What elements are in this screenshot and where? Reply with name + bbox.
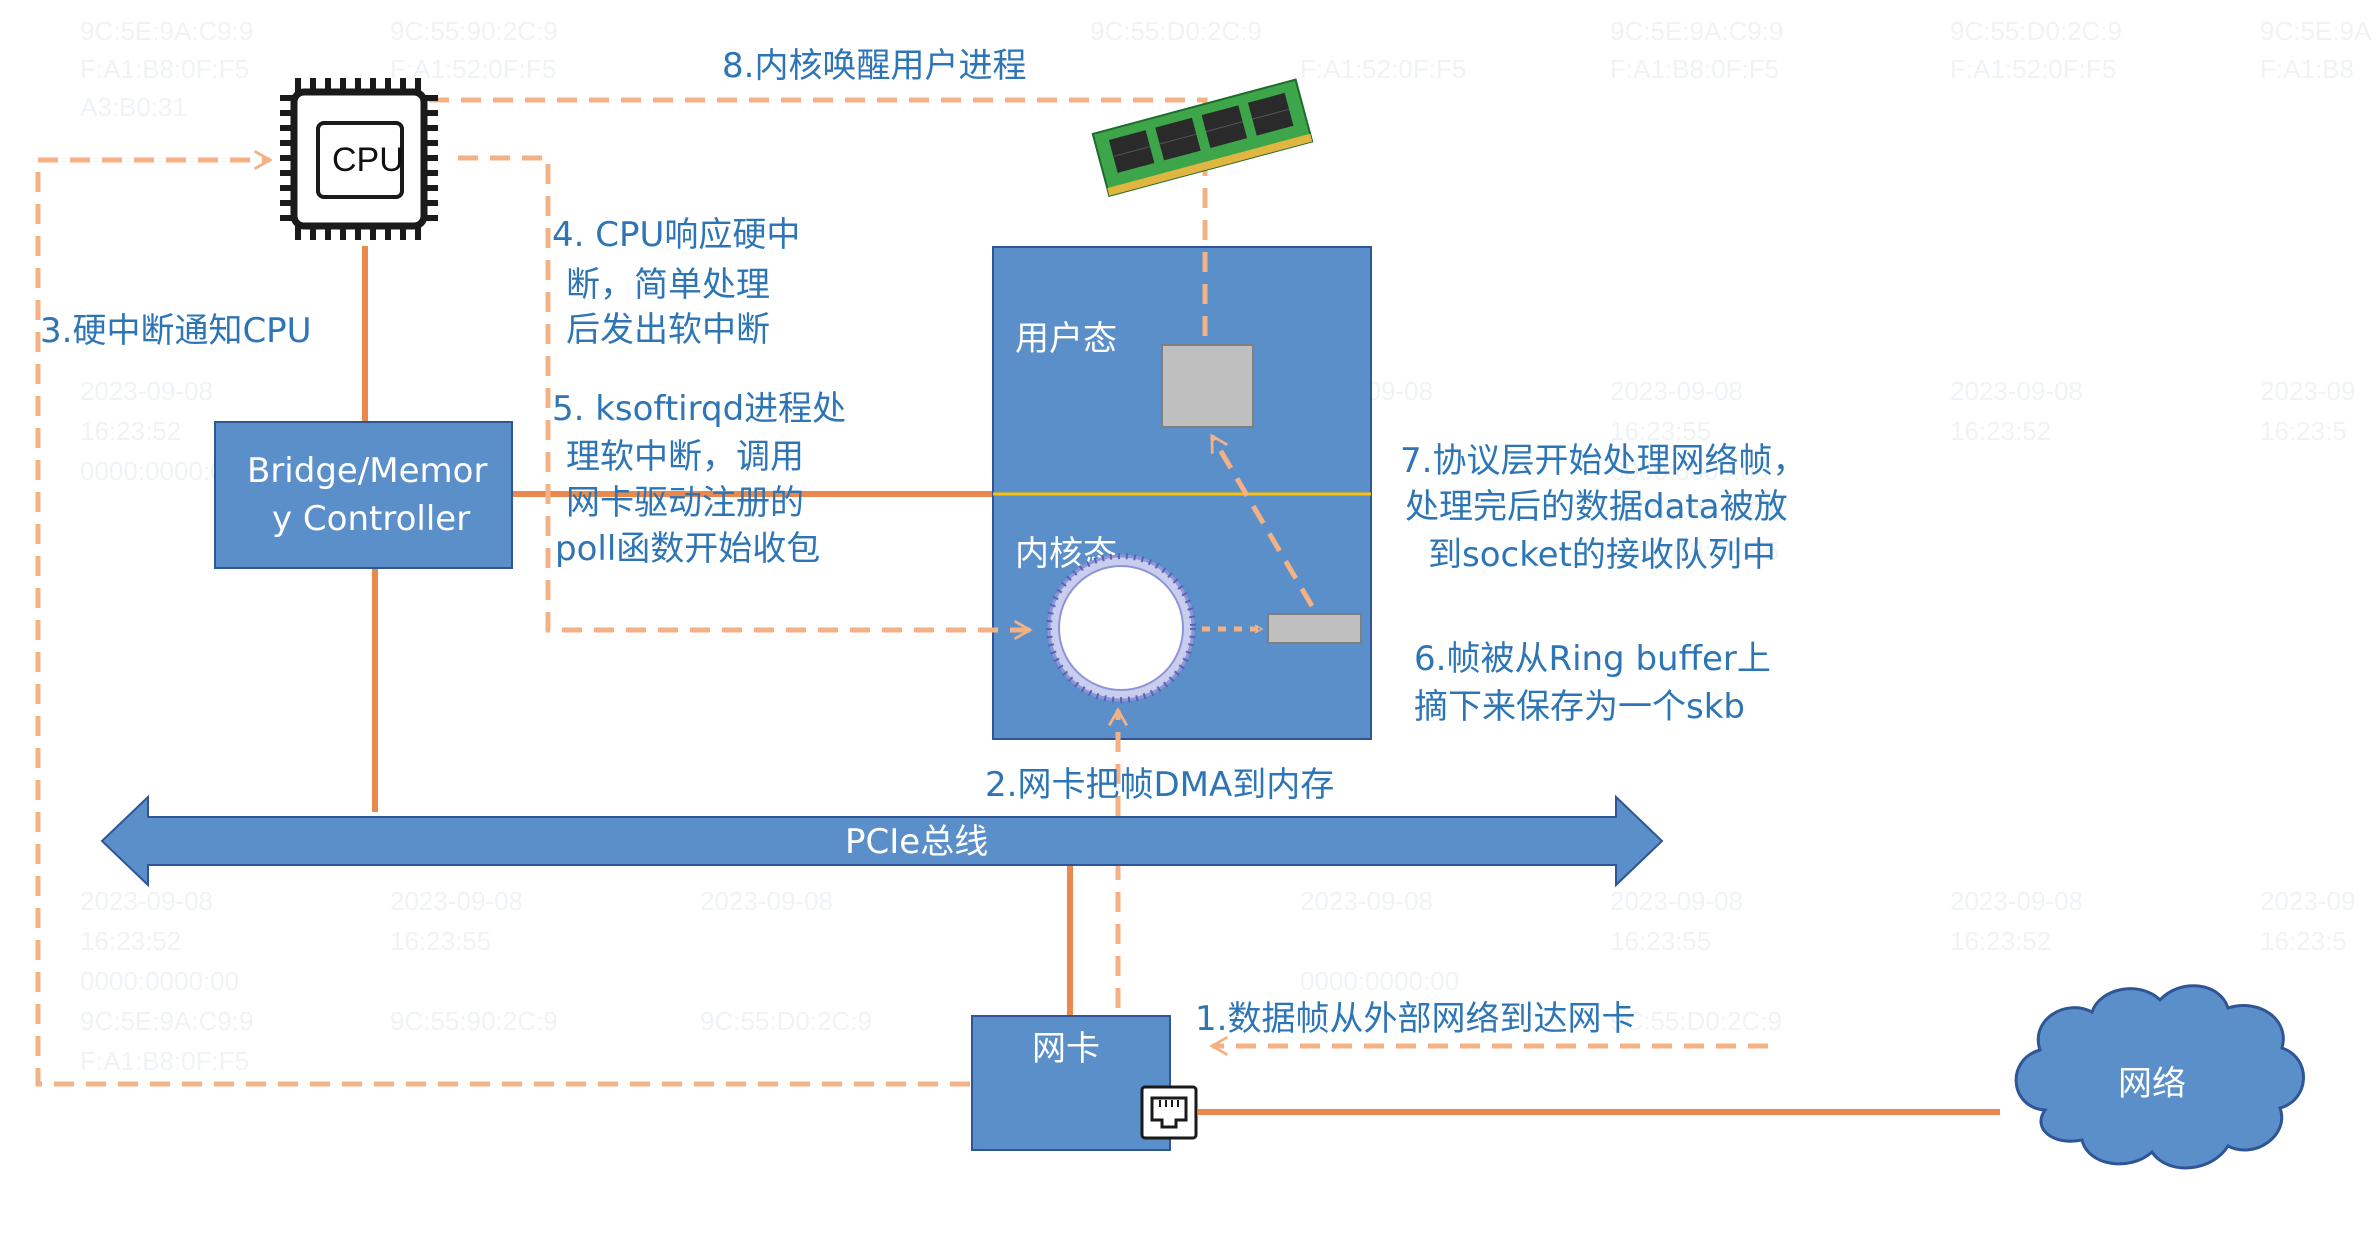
svg-text:9C:55:90:2C:9: 9C:55:90:2C:9 <box>390 1006 558 1036</box>
svg-text:9C:55:D0:2C:9: 9C:55:D0:2C:9 <box>1610 1006 1782 1036</box>
step-annotations: 8.内核唤醒用户进程 3.硬中断通知CPU 4. CPU响应硬中 断，简单处理 … <box>40 46 1806 1039</box>
svg-text:0000:0000:00: 0000:0000:00 <box>1610 456 1769 486</box>
pcie-bus-label: PCIe总线 <box>845 822 988 862</box>
pcie-bus: PCIe总线 <box>100 794 1664 888</box>
svg-text:16:23:52: 16:23:52 <box>80 416 181 446</box>
step4-label-line1: 4. CPU响应硬中 <box>552 215 800 255</box>
svg-text:9C:5E:9A: 9C:5E:9A <box>2260 16 2372 46</box>
user-socket-block <box>1161 344 1254 428</box>
svg-text:16:23:5: 16:23:5 <box>2260 416 2347 446</box>
svg-text:2023-09-08: 2023-09-08 <box>390 886 523 916</box>
nic: 网卡 <box>971 1015 1198 1151</box>
background-watermark: 9C:5E:9A:C9:9 F:A1:B8:0F:F5 A3:B0:31 9C:… <box>80 16 2372 1076</box>
svg-text:F:A1:B8:0F:F5: F:A1:B8:0F:F5 <box>1610 54 1779 84</box>
svg-text:9C:5E:9A:C9:9: 9C:5E:9A:C9:9 <box>80 1006 253 1036</box>
svg-text:0000:0000:00: 0000:0000:00 <box>80 966 239 996</box>
step3-label: 3.硬中断通知CPU <box>40 311 312 351</box>
flow-step8 <box>377 90 1208 336</box>
step6-label-line2: 摘下来保存为一个skb <box>1414 687 1745 727</box>
network-label: 网络 <box>2118 1064 2186 1104</box>
svg-text:2023-09-08: 2023-09-08 <box>80 376 213 406</box>
user-space-label: 用户态 <box>1015 319 1117 359</box>
svg-text:2023-09-08: 2023-09-08 <box>1300 886 1433 916</box>
flow-step4-5 <box>458 155 1033 640</box>
svg-text:9C:55:90:2C:9: 9C:55:90:2C:9 <box>390 16 558 46</box>
ethernet-port-icon <box>1140 1085 1198 1140</box>
flow-step3 <box>35 150 970 1087</box>
svg-text:2023-09-08: 2023-09-08 <box>80 886 213 916</box>
svg-text:2023-09: 2023-09 <box>2260 886 2355 916</box>
step6-label-line1: 6.帧被从Ring buffer上 <box>1414 639 1771 679</box>
svg-text:2023-09-08: 2023-09-08 <box>1610 376 1743 406</box>
memory-module-icon <box>1091 78 1314 198</box>
step7-label-line1: 7.协议层开始处理网络帧， <box>1400 441 1806 481</box>
flow-step7 <box>1209 433 1315 608</box>
svg-text:9C:5E:9A:C9:9: 9C:5E:9A:C9:9 <box>1610 16 1783 46</box>
svg-text:F:A1:B8:0F:F5: F:A1:B8:0F:F5 <box>80 54 249 84</box>
bridge-label-line2: y Controller <box>272 499 470 539</box>
svg-text:0000:0000:00: 0000:0000:00 <box>1300 966 1459 996</box>
step5-label-line4: poll函数开始收包 <box>555 529 820 569</box>
svg-text:16:23:55: 16:23:55 <box>1610 416 1711 446</box>
cpu-chip-icon: CPU <box>280 78 438 240</box>
svg-text:F:A1:B8: F:A1:B8 <box>2260 54 2354 84</box>
svg-text:9C:5E:9A:C9:9: 9C:5E:9A:C9:9 <box>1610 496 1783 526</box>
step2-label: 2.网卡把帧DMA到内存 <box>985 765 1334 805</box>
svg-text:A3:B0:31: A3:B0:31 <box>80 92 187 122</box>
bridge-controller: Bridge/Memor y Controller <box>214 421 513 569</box>
step5-label-line2: 理软中断，调用 <box>566 437 804 477</box>
step4-label-line3: 后发出软中断 <box>566 310 770 350</box>
svg-text:F:A1:B8:0F:F5: F:A1:B8:0F:F5 <box>1610 536 1779 566</box>
memory-region: 用户态 内核态 <box>992 246 1372 740</box>
svg-text:16:23:5: 16:23:5 <box>2260 926 2347 956</box>
svg-text:F:A1:52:0F:F5: F:A1:52:0F:F5 <box>390 54 556 84</box>
svg-text:2023-09-08: 2023-09-08 <box>1950 376 2083 406</box>
ring-buffer-icon <box>1046 553 1196 703</box>
step5-label-line3: 网卡驱动注册的 <box>566 483 804 523</box>
svg-text:16:23:52: 16:23:52 <box>1950 416 2051 446</box>
step8-label: 8.内核唤醒用户进程 <box>722 46 1026 86</box>
svg-text:9C:55:D0:2C:9: 9C:55:D0:2C:9 <box>1090 16 1262 46</box>
svg-text:16:23:52: 16:23:52 <box>80 926 181 956</box>
network-cloud-icon: 网络 <box>2014 984 2305 1170</box>
svg-text:2023-09-08: 2023-09-08 <box>1610 886 1743 916</box>
svg-text:9C:55:D0:2C:9: 9C:55:D0:2C:9 <box>1950 16 2122 46</box>
nic-label: 网卡 <box>1032 1029 1100 1069</box>
svg-text:F:A1:52:0F:F5: F:A1:52:0F:F5 <box>1950 54 2116 84</box>
svg-text:2023-09: 2023-09 <box>2260 376 2355 406</box>
svg-text:9C:55:D0:2C:9: 9C:55:D0:2C:9 <box>700 1006 872 1036</box>
svg-text:F:A1:B8:0F:F5: F:A1:B8:0F:F5 <box>80 1046 249 1076</box>
dashed-flows <box>35 90 1768 1087</box>
step5-label-line1: 5. ksoftirqd进程处 <box>552 389 846 429</box>
svg-text:2023-09-08: 2023-09-08 <box>700 886 833 916</box>
cpu-label: CPU <box>332 141 404 179</box>
svg-text:16:23:52: 16:23:52 <box>1950 926 2051 956</box>
step7-label-line2: 处理完后的数据data被放 <box>1405 487 1788 527</box>
svg-text:16:23:55: 16:23:55 <box>390 926 491 956</box>
step7-label-line3: 到socket的接收队列中 <box>1428 535 1776 575</box>
svg-text:0000:0000:00: 0000:0000:00 <box>80 456 239 486</box>
skb-block <box>1267 613 1362 644</box>
svg-text:F:A1:52:0F:F5: F:A1:52:0F:F5 <box>1300 54 1466 84</box>
step4-label-line2: 断，简单处理 <box>566 265 770 305</box>
svg-text:16:23:55: 16:23:55 <box>1610 926 1711 956</box>
bridge-label-line1: Bridge/Memor <box>247 451 487 491</box>
svg-text:9C:5E:9A:C9:9: 9C:5E:9A:C9:9 <box>80 16 253 46</box>
step1-label: 1.数据帧从外部网络到达网卡 <box>1195 999 1635 1039</box>
svg-text:2023-09-08: 2023-09-08 <box>1950 886 2083 916</box>
